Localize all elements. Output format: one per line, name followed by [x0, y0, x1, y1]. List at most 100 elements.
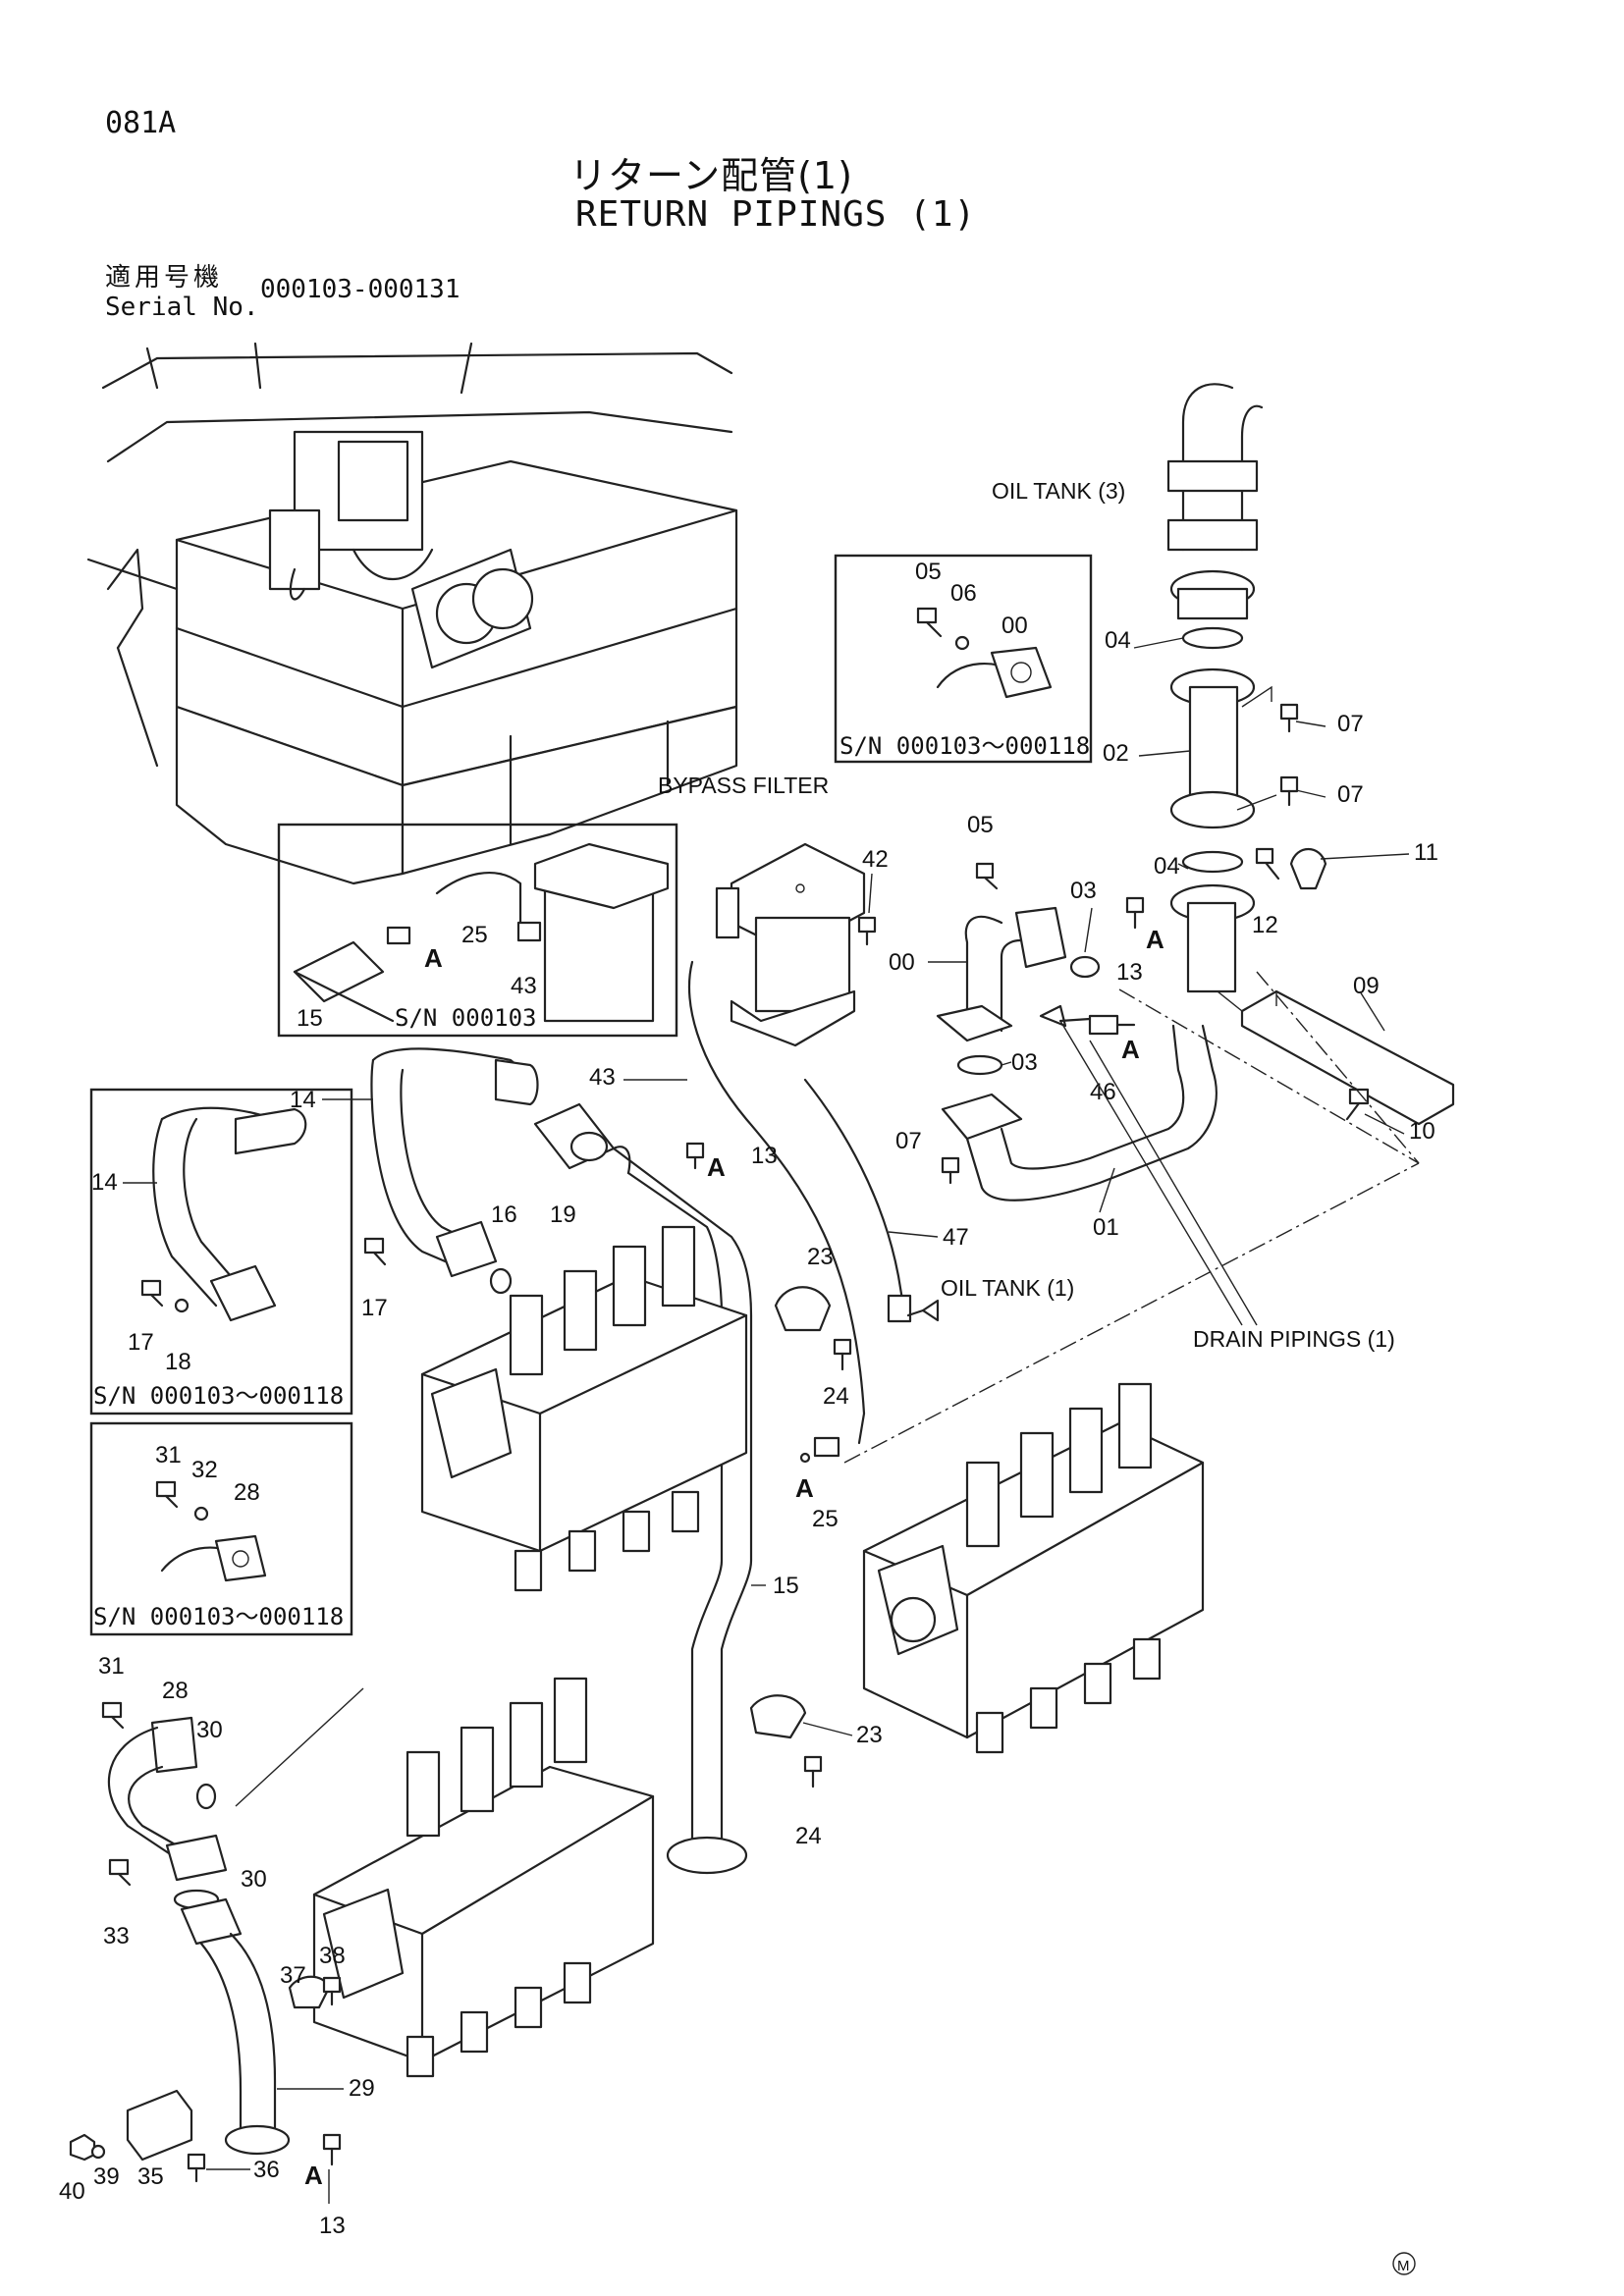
- flange-00-icon: [990, 646, 1053, 699]
- label-bypass-filter: BYPASS FILTER: [658, 773, 829, 798]
- pipe-14-assembly: 14 16 19 17: [290, 1047, 616, 1321]
- detail-marker-a: A: [707, 1152, 726, 1182]
- bolt-24-icon: [833, 1338, 852, 1371]
- callout-15: 15: [297, 1005, 323, 1032]
- control-valve-upper: [420, 1225, 748, 1592]
- callout-25: 25: [812, 1506, 839, 1532]
- centerline: [1256, 971, 1420, 1164]
- callout-13: 13: [319, 2213, 346, 2239]
- callout-04: 04: [1105, 627, 1131, 654]
- callout-09: 09: [1353, 973, 1380, 999]
- callout-00: 00: [1001, 613, 1028, 639]
- inset-top-right: 05 06 00 S/N 000103～000118: [834, 554, 1093, 764]
- bolt-10-icon: [1345, 1088, 1370, 1121]
- clamps-23-24: 23 24 23 24: [749, 1244, 883, 1849]
- arrow-oil-tank-icon: [921, 1299, 940, 1322]
- elbow-icon: [516, 921, 542, 942]
- bolt-07-icon: [1279, 703, 1299, 733]
- callout-24: 24: [795, 1823, 822, 1849]
- callout-14: 14: [290, 1087, 316, 1113]
- callout-36: 36: [253, 2157, 280, 2183]
- bolt-13-icon: [1125, 896, 1145, 930]
- callout-07: 07: [1337, 711, 1364, 737]
- oil-tank-3-riser: OIL TANK (3) 04 07 02 07 11 04 12 09 10: [992, 383, 1455, 1145]
- hydraulic-tank-assembly: [86, 342, 738, 885]
- callout-29: 29: [349, 2075, 375, 2102]
- bolt-17-icon: [140, 1279, 164, 1308]
- drain-leader: [1089, 1040, 1258, 1326]
- callout-18: 18: [165, 1349, 191, 1375]
- corner-mark-circle: [1392, 2252, 1416, 2275]
- label-oil-tank-3: OIL TANK (3): [992, 478, 1125, 504]
- callout-25: 25: [461, 922, 488, 948]
- callout-16: 16: [491, 1201, 517, 1228]
- callout-13: 13: [1116, 959, 1143, 986]
- callout-17: 17: [361, 1295, 388, 1321]
- label-oil-tank-1: OIL TANK (1): [941, 1275, 1074, 1301]
- coupling-19-icon: [533, 1102, 616, 1170]
- callout-02: 02: [1103, 740, 1129, 767]
- callout-31: 31: [98, 1653, 125, 1680]
- bolt-07-icon: [941, 1156, 960, 1185]
- bolt-17-icon: [363, 1237, 387, 1266]
- clamp-37-icon: [288, 1975, 331, 2009]
- o-ring-04-icon: [1181, 626, 1244, 650]
- callout-03: 03: [1070, 878, 1097, 904]
- callout-40: 40: [59, 2178, 85, 2205]
- bolt-38-icon: [322, 1976, 342, 2006]
- callout-19: 19: [550, 1201, 576, 1228]
- washer-39-icon: [90, 2144, 106, 2160]
- bolt-42-icon: [857, 916, 877, 946]
- pipe-29-assembly: 31 28 30 30 33 37 38 29 40 39 35 36 A 13: [59, 1653, 375, 2239]
- flange-icon: [941, 1093, 1023, 1141]
- callout-37: 37: [280, 1962, 306, 1989]
- bolt-05-icon: [975, 862, 999, 890]
- elbow-icon: [386, 926, 411, 945]
- o-ring-03-icon: [956, 1054, 1003, 1076]
- flange-icon: [180, 1897, 243, 1946]
- inset-serial-label: S/N 000103～000118: [839, 732, 1090, 760]
- fitting-25: A 25: [795, 1436, 840, 1532]
- callout-12: 12: [1252, 912, 1278, 938]
- callout-07: 07: [1337, 781, 1364, 808]
- hose-clamp-icon: [1166, 459, 1259, 493]
- inset-left-lower: 31 32 28 S/N 000103～000118: [89, 1421, 353, 1636]
- detail-marker-a: A: [795, 1473, 814, 1503]
- detail-marker-a: A: [1146, 925, 1164, 954]
- callout-23: 23: [856, 1722, 883, 1748]
- washer-06-icon: [954, 635, 970, 651]
- o-ring-04-icon: [1181, 850, 1244, 874]
- o-ring-30-icon: [195, 1783, 217, 1810]
- inset-serial-label: S/N 000103～000118: [93, 1382, 344, 1410]
- callout-01: 01: [1093, 1214, 1119, 1241]
- callout-24: 24: [823, 1383, 849, 1410]
- serial-label-english: Serial No.: [105, 293, 259, 322]
- bracket-09-icon: [1240, 989, 1455, 1126]
- arrow-drain-icon: [1039, 1004, 1067, 1028]
- callout-42: 42: [862, 846, 889, 873]
- callout-05: 05: [915, 559, 942, 585]
- callout-35: 35: [137, 2163, 164, 2190]
- clamp-11-icon: [1289, 848, 1327, 890]
- flange-icon: [209, 1264, 277, 1322]
- callout-05: 05: [967, 812, 994, 838]
- callout-32: 32: [191, 1457, 218, 1483]
- detail-marker-a: A: [424, 943, 443, 973]
- inset-serial-label: S/N 000103: [395, 1004, 537, 1032]
- bypass-filter-assembly: BYPASS FILTER 42: [658, 773, 889, 1047]
- callout-38: 38: [319, 1943, 346, 1969]
- callout-13: 13: [751, 1143, 778, 1169]
- page-title-japanese: リターン配管(1): [569, 154, 853, 197]
- flange-28-icon: [214, 1534, 267, 1582]
- callout-43: 43: [511, 973, 537, 999]
- elbow-icon: [887, 1294, 912, 1323]
- o-ring-03-icon: [1069, 955, 1101, 979]
- detail-marker-a: A: [1121, 1035, 1140, 1064]
- bolt-31-icon: [155, 1480, 179, 1509]
- flange-28-icon: [150, 1716, 198, 1774]
- detail-marker-a: A: [304, 2161, 323, 2190]
- inset-serial-label: S/N 000103～000118: [93, 1603, 344, 1630]
- centerline: [843, 1162, 1420, 1464]
- callout-07: 07: [895, 1128, 922, 1154]
